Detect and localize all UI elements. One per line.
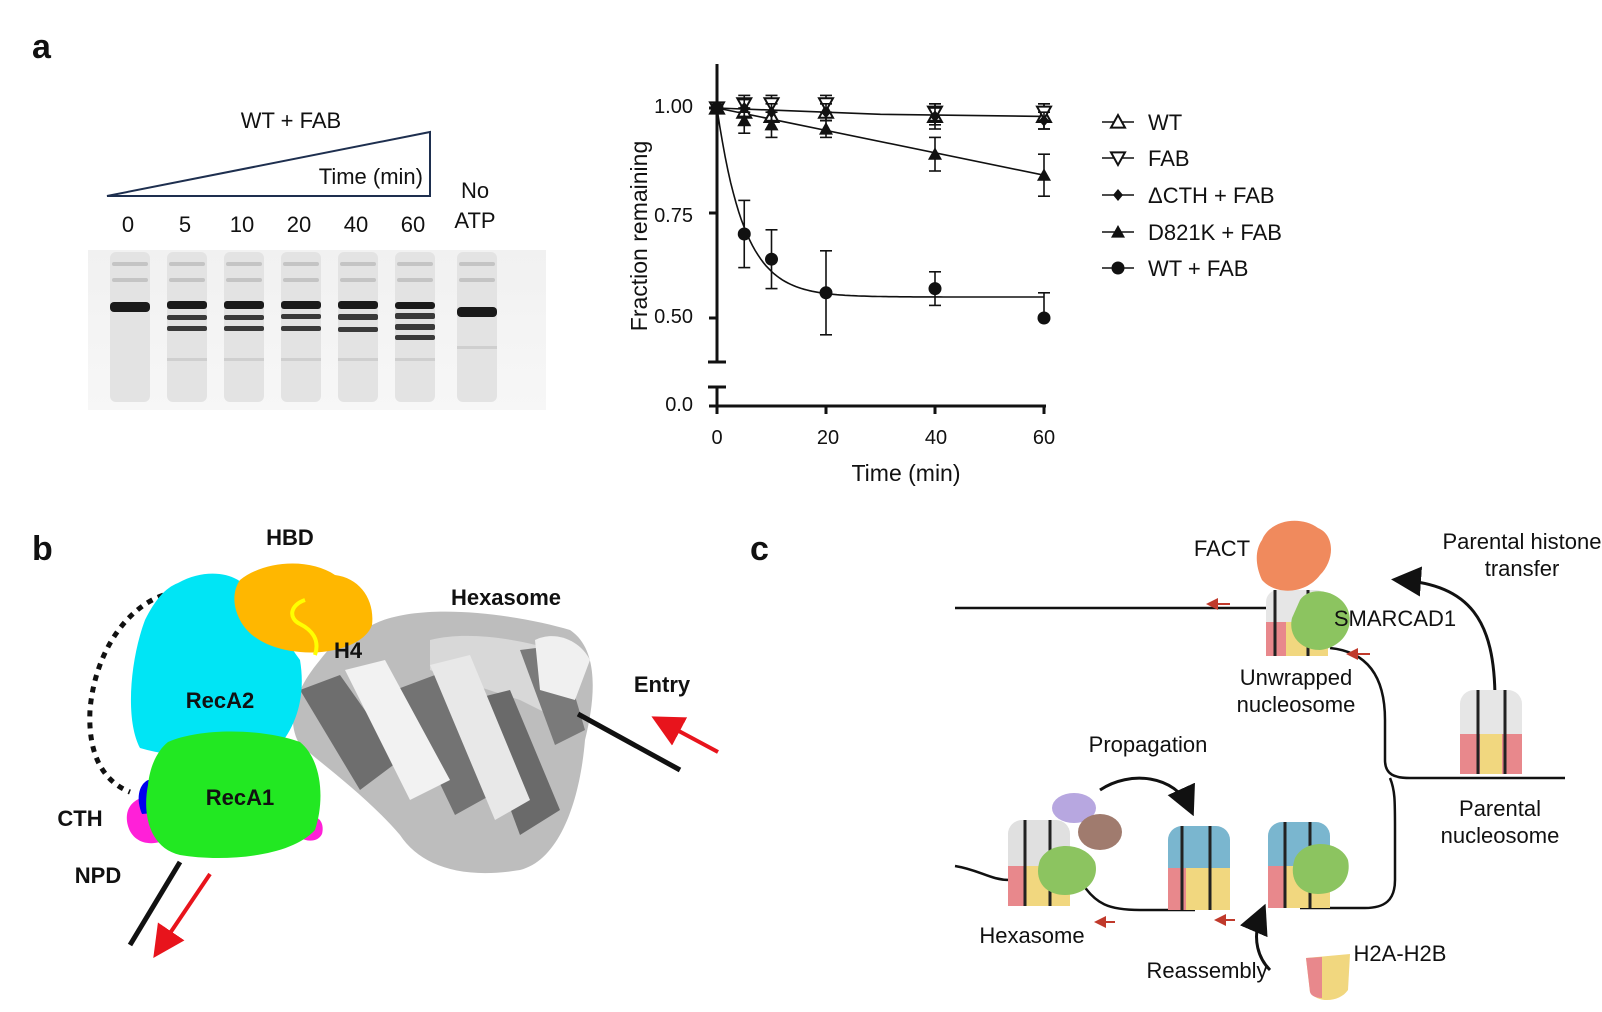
entry-arrow-icon — [651, 716, 719, 754]
lane-label: 60 — [401, 212, 425, 237]
y-axis-title: Fraction remaining — [626, 141, 652, 331]
propagating-domain-brown — [1078, 814, 1122, 850]
hbd-domain — [234, 563, 373, 653]
data-point — [765, 252, 778, 266]
lane-labels: 0 5 10 20 40 60 — [122, 212, 425, 237]
unwrapped-label-line1: Unwrapped — [1240, 665, 1353, 690]
h2a-h2b-label: H2A-H2B — [1354, 941, 1447, 966]
cth-label: CTH — [57, 806, 102, 831]
parental-transfer-label-line1: Parental histone — [1443, 529, 1602, 554]
y-tick-label: 0.75 — [654, 205, 693, 227]
x-tick-label: 40 — [925, 427, 947, 449]
h4-tail — [290, 598, 319, 656]
exit-dna-strand — [127, 860, 183, 947]
hexasome-structure — [292, 611, 593, 874]
npd-label: NPD — [75, 863, 121, 888]
gel-title: WT + FAB — [241, 108, 341, 133]
propagation-arrow-icon — [1099, 776, 1195, 817]
lane-label: 40 — [344, 212, 368, 237]
propagating-domain-purple — [1052, 793, 1096, 823]
data-point — [710, 101, 724, 115]
data-point — [821, 106, 831, 119]
h2a-h2b-dimer — [1306, 954, 1350, 1001]
data-point — [819, 286, 833, 300]
chart-fit-curves — [716, 107, 1045, 298]
reassembly-label: Reassembly — [1146, 958, 1267, 983]
data-point — [737, 113, 752, 127]
smarcad1-hexasome-left — [1037, 845, 1096, 895]
data-point — [1037, 168, 1051, 181]
unwrapped-label-line2: nucleosome — [1237, 692, 1356, 717]
lane-label: 20 — [287, 212, 311, 237]
parental-transfer-arrow-icon — [1391, 566, 1497, 701]
disordered-linker-dotted — [87, 589, 176, 795]
data-point — [737, 227, 751, 241]
x-tick-label: 60 — [1033, 427, 1055, 449]
data-point — [930, 110, 940, 123]
reassembly-arrow-icon — [1239, 903, 1272, 972]
propagation-label: Propagation — [1089, 732, 1208, 757]
lane-label: 0 — [122, 212, 134, 237]
fact-complex — [1256, 520, 1332, 591]
recA1-domain — [146, 731, 321, 859]
legend-label: ΔCTH + FAB — [1148, 183, 1275, 208]
panel-letter-c: c — [750, 530, 769, 568]
parental-nucleosome — [1460, 690, 1522, 774]
legend-label: WT — [1148, 110, 1182, 135]
legend-label: D821K + FAB — [1148, 220, 1282, 245]
panel-letter-b: b — [32, 530, 53, 568]
time-label: Time (min) — [319, 164, 423, 189]
hbd-label: HBD — [266, 525, 314, 550]
lane-label: 5 — [179, 212, 191, 237]
data-point — [764, 117, 779, 131]
smarcad1-label: SMARCAD1 — [1334, 606, 1456, 631]
no-atp-label-line2: ATP — [454, 208, 495, 233]
parental-label-line1: Parental — [1459, 796, 1541, 821]
legend-marker — [1111, 225, 1125, 238]
data-point — [928, 282, 942, 296]
parental-label-line2: nucleosome — [1441, 823, 1560, 848]
x-tick-label: 20 — [817, 427, 839, 449]
recA2-label: RecA2 — [186, 688, 254, 713]
fit-curve — [716, 107, 1044, 298]
no-atp-label-line1: No — [461, 178, 489, 203]
h4-label: H4 — [334, 638, 363, 663]
y-tick-label: 0.0 — [665, 394, 693, 416]
data-point — [1037, 311, 1051, 325]
gel-image — [88, 250, 546, 410]
fact-label: FACT — [1194, 536, 1250, 561]
legend-marker — [1111, 261, 1125, 275]
recA1-label: RecA1 — [206, 785, 274, 810]
y-tick-label: 0.50 — [654, 306, 693, 328]
time-gradient-triangle — [106, 130, 431, 197]
x-axis-title: Time (min) — [851, 460, 960, 486]
y-tick-label: 1.00 — [654, 96, 693, 118]
chart-legend: WT FAB ΔCTH + FAB D821K + FAB WT + FAB — [1102, 110, 1282, 281]
legend-marker — [1113, 189, 1123, 201]
legend-label: FAB — [1148, 146, 1190, 171]
legend-label: WT + FAB — [1148, 256, 1248, 281]
entry-dna-strand — [576, 711, 682, 773]
legend-marker — [1109, 112, 1127, 129]
hexasome-label: Hexasome — [451, 585, 561, 610]
data-point — [928, 147, 942, 160]
smarcad1-hexasome-right — [1292, 843, 1349, 894]
smarcad1-complex — [1291, 591, 1350, 650]
lane-label: 10 — [230, 212, 254, 237]
data-point — [1039, 114, 1049, 127]
parental-transfer-label-line2: transfer — [1485, 556, 1560, 581]
hexasome-middle — [1168, 826, 1230, 910]
exit-arrow-icon — [153, 872, 212, 958]
chart-data-points — [708, 94, 1053, 336]
panel-letter-a: a — [32, 28, 52, 66]
legend-marker — [1109, 151, 1127, 168]
x-tick-label: 0 — [711, 427, 722, 449]
data-point — [819, 122, 833, 135]
entry-label: Entry — [634, 672, 691, 697]
hexasome-c-label: Hexasome — [979, 923, 1084, 948]
decay-chart: 1.00 0.75 0.50 0.0 0 20 40 60 Time (min)… — [626, 64, 1282, 486]
